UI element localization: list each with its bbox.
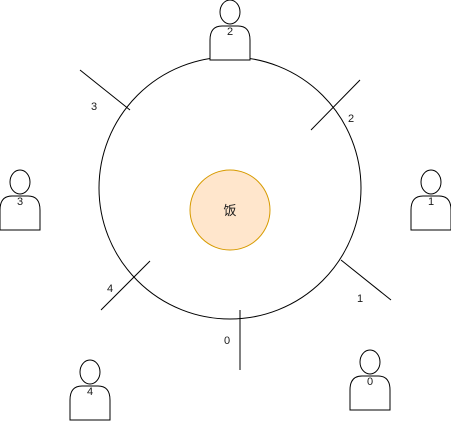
person-4: 4 bbox=[69, 359, 111, 421]
chopstick-label-2: 2 bbox=[348, 113, 354, 125]
chopstick-label-1: 1 bbox=[357, 293, 363, 305]
person-label-3: 3 bbox=[17, 196, 23, 208]
person-label-2: 2 bbox=[227, 26, 233, 38]
chopstick-label-4: 4 bbox=[107, 283, 113, 295]
person-icon bbox=[410, 169, 451, 231]
person-label-1: 1 bbox=[428, 196, 434, 208]
person-0: 0 bbox=[349, 349, 391, 411]
chopstick-1 bbox=[340, 259, 392, 301]
rice-bowl: 饭 bbox=[189, 169, 271, 251]
chopstick-4 bbox=[100, 260, 151, 311]
person-icon bbox=[349, 349, 391, 411]
rice-bowl-circle bbox=[189, 169, 271, 251]
chopstick-2 bbox=[310, 79, 361, 131]
chopstick-label-3: 3 bbox=[91, 101, 97, 113]
chopstick-label-0: 0 bbox=[224, 335, 230, 347]
rice-label: 饭 bbox=[223, 203, 236, 218]
person-label-4: 4 bbox=[87, 386, 93, 398]
person-label-0: 0 bbox=[367, 376, 373, 388]
person-icon bbox=[69, 359, 111, 421]
person-icon bbox=[209, 0, 251, 61]
person-1: 1 bbox=[410, 169, 451, 231]
chopstick-3 bbox=[79, 69, 131, 111]
person-3: 3 bbox=[0, 169, 41, 231]
person-icon bbox=[0, 169, 41, 231]
person-2: 2 bbox=[209, 0, 251, 61]
